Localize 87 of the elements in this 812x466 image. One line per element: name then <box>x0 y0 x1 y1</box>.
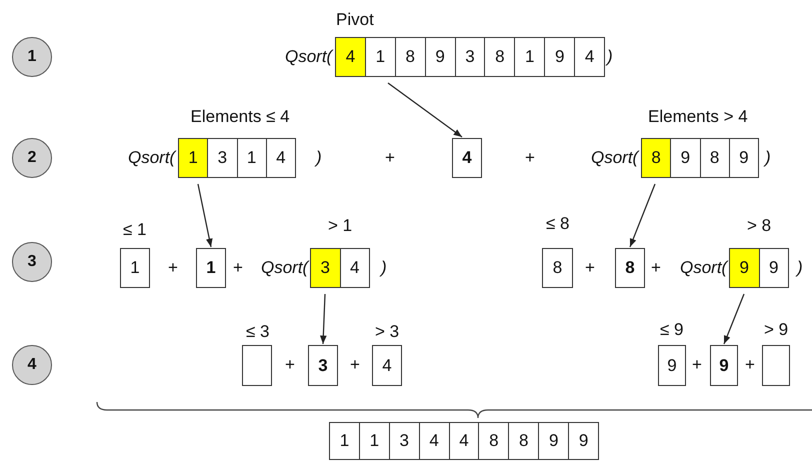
array-cell: 8 <box>394 38 425 76</box>
number-box: 4 <box>372 345 402 386</box>
text-label: + <box>525 148 535 168</box>
pivot-cell: 4 <box>336 38 365 76</box>
arrow <box>388 82 462 138</box>
pivot-cell: 3 <box>311 249 340 287</box>
array-cell: 4 <box>574 38 604 76</box>
text-label: Elements ≤ 4 <box>190 107 290 127</box>
pivot-box: 3 <box>308 345 338 386</box>
array-box <box>329 422 599 460</box>
array-cell: 3 <box>207 139 236 177</box>
array-cell: 4 <box>266 139 295 177</box>
closing-paren: ) <box>381 258 387 278</box>
arrow <box>723 294 745 344</box>
array-cell: 1 <box>364 38 395 76</box>
empty-box <box>242 345 272 386</box>
pivot-cell: 9 <box>730 249 758 287</box>
text-label: + <box>233 258 243 278</box>
array-cell: 9 <box>424 38 455 76</box>
text-label: Elements > 4 <box>648 107 748 127</box>
number-box: 8 <box>542 248 573 288</box>
closing-paren: ) <box>797 258 803 278</box>
text-label: > 8 <box>747 216 772 236</box>
step-circle: 2 <box>12 138 52 178</box>
arrow <box>320 294 327 344</box>
text-label: + <box>168 258 178 278</box>
number-box: 9 <box>658 345 686 386</box>
closing-paren: ) <box>765 148 771 168</box>
text-label: Pivot <box>336 10 374 30</box>
array-cell: 1 <box>236 139 266 177</box>
array-cell: 9 <box>568 423 598 459</box>
array-cell: 4 <box>448 423 478 459</box>
function-call-label: Qsort( <box>591 148 638 168</box>
text-label: + <box>745 355 755 375</box>
array-cell-text: 1 <box>338 430 350 452</box>
arrow <box>629 184 656 248</box>
pivot-box: 1 <box>196 248 226 288</box>
array-cell: 8 <box>508 423 538 459</box>
array-cell: 3 <box>388 423 419 459</box>
step-circle: 1 <box>12 37 52 77</box>
pivot-box: 4 <box>452 138 482 178</box>
text-label: + <box>385 148 395 168</box>
text-label: + <box>285 355 295 375</box>
text-label: + <box>350 355 360 375</box>
array-box <box>729 248 789 288</box>
array-cell: 9 <box>728 139 758 177</box>
array-cell: 8 <box>700 139 729 177</box>
arrow <box>197 184 213 248</box>
array-cell: 9 <box>544 38 574 76</box>
array-cell: 4 <box>418 423 449 459</box>
array-cell: 1 <box>358 423 389 459</box>
array-cell: 9 <box>670 139 700 177</box>
empty-box <box>762 345 790 386</box>
text-label: ≤ 9 <box>660 320 684 340</box>
text-label: + <box>651 258 661 278</box>
pivot-cell: 1 <box>179 139 208 177</box>
text-label: ≤ 3 <box>246 322 270 342</box>
array-cell: 9 <box>758 249 788 287</box>
function-call-label: Qsort( <box>285 47 332 67</box>
array-cell: 8 <box>478 423 508 459</box>
pivot-box: 8 <box>615 248 645 288</box>
text-label: ≤ 1 <box>123 220 147 240</box>
array-cell: 4 <box>340 249 369 287</box>
function-call-label: Qsort( <box>680 258 728 278</box>
text-label: > 9 <box>764 320 788 340</box>
closing-paren: ) <box>316 148 322 168</box>
number-box: 1 <box>120 248 150 288</box>
step-circle: 3 <box>12 242 52 282</box>
text-label: > 1 <box>328 216 352 236</box>
array-box <box>178 138 296 178</box>
array-cell: 9 <box>538 423 568 459</box>
array-box <box>335 37 605 77</box>
array-box <box>641 138 759 178</box>
pivot-box: 9 <box>710 345 738 386</box>
array-cell: 1 <box>514 38 544 76</box>
function-call-label: Qsort( <box>261 258 308 278</box>
text-label: + <box>585 258 595 278</box>
text-label: ≤ 8 <box>546 214 570 234</box>
array-cell: 3 <box>454 38 484 76</box>
text-label: > 3 <box>375 322 400 342</box>
closing-paren: ) <box>607 47 613 67</box>
step-circle: 4 <box>12 345 52 385</box>
text-label: + <box>692 355 702 375</box>
array-box <box>310 248 370 288</box>
array-cell: 8 <box>484 38 514 76</box>
pivot-cell: 8 <box>642 139 670 177</box>
function-call-label: Qsort( <box>128 148 176 168</box>
